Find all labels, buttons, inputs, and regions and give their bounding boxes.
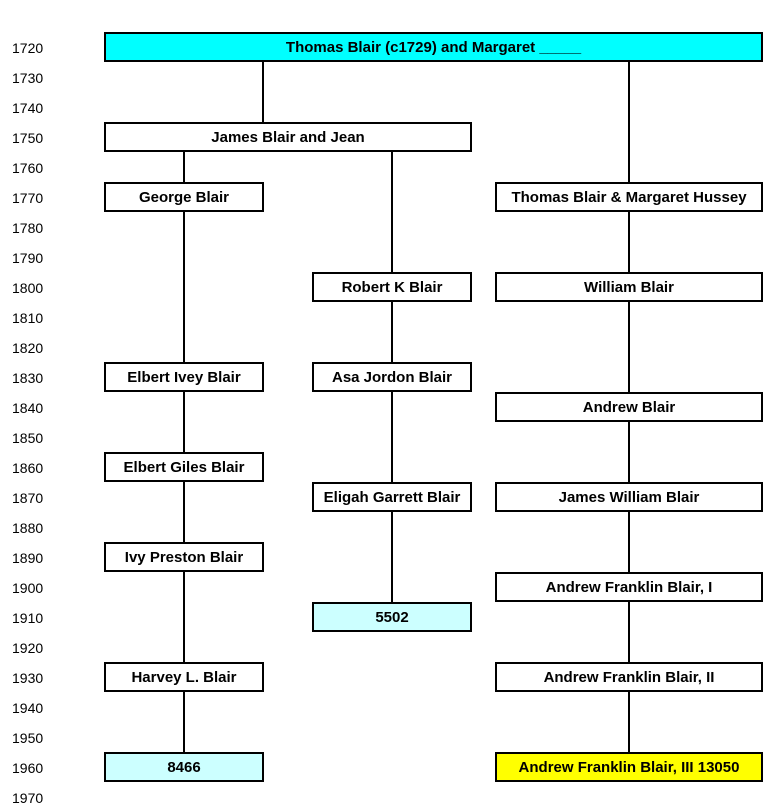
year-label: 1790 [12,250,44,266]
connector-james-to-george [183,152,185,182]
year-label: 1880 [12,520,44,536]
year-label: 1900 [12,580,44,596]
connector-elbert-giles-to-ivy [183,482,185,542]
year-label: 1770 [12,190,44,206]
person-box-thomas-margaret: Thomas Blair & Margaret Hussey [495,182,763,212]
year-label: 1800 [12,280,44,296]
connector-root-to-thomas [628,62,630,182]
year-label: 1940 [12,700,44,716]
connector-elbert-ivey-to-elbert-giles [183,392,185,452]
year-label: 1720 [12,40,44,56]
connector-robert-to-asa [391,302,393,362]
connector-af1-to-af2 [628,602,630,662]
year-label: 1780 [12,220,44,236]
person-box-andrew-franklin-3: Andrew Franklin Blair, III 13050 [495,752,763,782]
person-box-id-5502: 5502 [312,602,472,632]
person-box-elbert-ivey: Elbert Ivey Blair [104,362,264,392]
connector-james-william-to-af1 [628,512,630,572]
connector-george-to-elbert-ivey [183,212,185,362]
person-box-eligah: Eligah Garrett Blair [312,482,472,512]
connector-root-to-james [262,62,264,122]
year-label: 1860 [12,460,44,476]
connector-william-to-andrew [628,302,630,392]
person-box-james-william: James William Blair [495,482,763,512]
year-label: 1910 [12,610,44,626]
year-label: 1740 [12,100,44,116]
person-box-root: Thomas Blair (c1729) and Margaret _____ [104,32,763,62]
year-label: 1810 [12,310,44,326]
connector-thomas-to-william [628,212,630,272]
connector-asa-to-eligah [391,392,393,482]
person-box-andrew-franklin-1: Andrew Franklin Blair, I [495,572,763,602]
connector-ivy-to-harvey [183,572,185,662]
person-box-id-8466: 8466 [104,752,264,782]
year-label: 1890 [12,550,44,566]
connector-harvey-to-8466 [183,692,185,752]
year-label: 1830 [12,370,44,386]
connector-james-to-robert [391,152,393,272]
year-label: 1840 [12,400,44,416]
person-box-george: George Blair [104,182,264,212]
person-box-robert: Robert K Blair [312,272,472,302]
year-label: 1930 [12,670,44,686]
year-label: 1750 [12,130,44,146]
year-label: 1820 [12,340,44,356]
person-box-james: James Blair and Jean [104,122,472,152]
year-label: 1960 [12,760,44,776]
year-label: 1870 [12,490,44,506]
person-box-andrew-franklin-2: Andrew Franklin Blair, II [495,662,763,692]
person-box-asa: Asa Jordon Blair [312,362,472,392]
connector-af2-to-af3 [628,692,630,752]
year-label: 1920 [12,640,44,656]
person-box-william: William Blair [495,272,763,302]
person-box-harvey: Harvey L. Blair [104,662,264,692]
connector-andrew-to-james-william [628,422,630,482]
year-label: 1730 [12,70,44,86]
year-label: 1970 [12,790,44,806]
person-box-elbert-giles: Elbert Giles Blair [104,452,264,482]
person-box-ivy-preston: Ivy Preston Blair [104,542,264,572]
connector-eligah-to-5502 [391,512,393,602]
person-box-andrew: Andrew Blair [495,392,763,422]
year-label: 1950 [12,730,44,746]
year-label: 1850 [12,430,44,446]
year-label: 1760 [12,160,44,176]
